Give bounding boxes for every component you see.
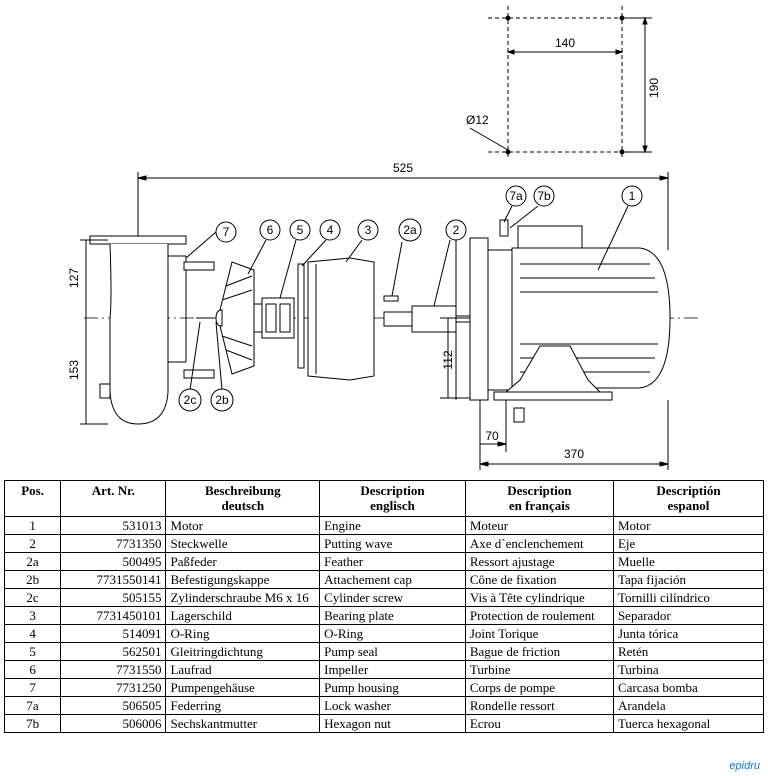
callout-5 [289,219,311,241]
svg-text:2b: 2b [215,393,229,407]
svg-text:112: 112 [441,350,455,369]
callout-1 [621,185,643,207]
svg-text:4: 4 [327,223,334,237]
callout-4 [319,219,341,241]
svg-text:7b: 7b [537,189,551,203]
callouts: 7 6 5 4 3 2a 2 7a 7b 1 2c 2b [178,185,643,412]
svg-text:5: 5 [297,223,304,237]
svg-text:7a: 7a [509,189,523,203]
svg-text:7: 7 [223,225,230,239]
callout-2c [178,388,202,412]
svg-text:2: 2 [453,223,460,237]
callout-3 [357,219,379,241]
putting-shaft [383,305,473,333]
dim-190: 190 [647,78,661,98]
svg-text:1: 1 [629,189,636,203]
dim-140: 140 [555,36,575,50]
callout-7b [533,185,555,207]
pump-housing: 127 153 [67,235,215,425]
svg-text:6: 6 [267,223,274,237]
impeller [196,261,263,375]
exploded-pump-drawing: 140 190 Ø12 525 127 153 [67,6,700,470]
callout-2a [398,218,422,242]
watermark: epidru [729,760,760,772]
overall-length-dim: 525 [137,161,669,250]
svg-text:525: 525 [393,161,413,175]
svg-text:2a: 2a [403,223,417,237]
callout-2b [210,388,234,412]
motor: 112 [440,219,671,423]
bolt-pattern-view: 140 190 Ø12 [466,6,661,160]
callout-7 [215,221,237,243]
svg-text:370: 370 [564,447,584,461]
svg-text:70: 70 [485,429,499,443]
pump-seal [261,297,295,339]
feather-key [383,295,399,302]
callout-6 [259,219,281,241]
svg-text:3: 3 [365,223,372,237]
header-art: Art. Nr. [60,480,167,517]
callout-2 [445,219,467,241]
svg-text:2c: 2c [184,393,197,407]
o-ring [297,263,305,369]
base-dims: 70 370 [479,400,669,470]
header-pos: Pos. [3,480,62,517]
dim-hole-dia: Ø12 [466,113,489,127]
svg-text:127: 127 [67,268,81,288]
svg-text:153: 153 [67,360,81,380]
callout-7a [505,185,527,207]
bearing-plate [307,257,375,381]
